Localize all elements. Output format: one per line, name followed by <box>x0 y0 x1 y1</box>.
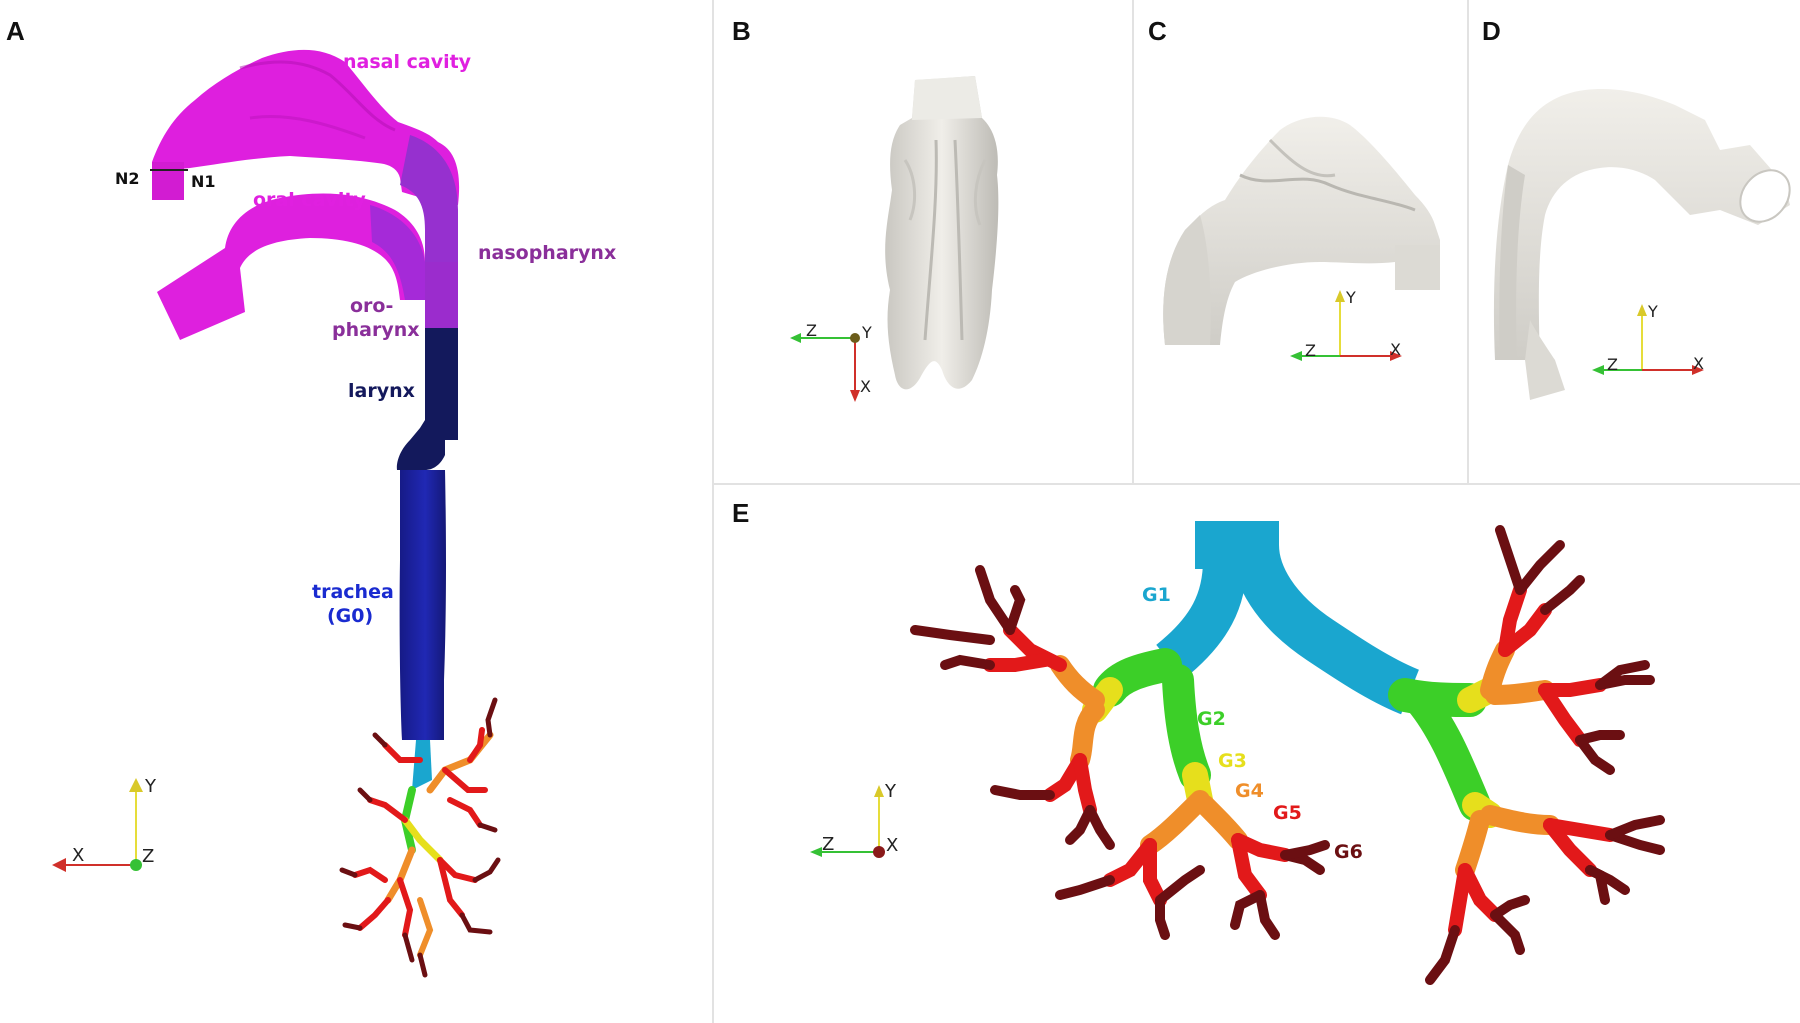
axis-label-x-a: X <box>72 845 84 866</box>
lung-tree-panel-e <box>910 521 1665 985</box>
axes-triad-b: Z Y X <box>790 321 872 402</box>
nasal-cavity-shape <box>152 49 460 205</box>
trachea-shape <box>399 470 446 740</box>
oral-surface-d <box>1493 89 1790 361</box>
lung-tree-small <box>339 697 501 978</box>
panel-letter-c: C <box>1148 16 1167 46</box>
oropharynx-shape <box>425 262 458 330</box>
axis-label-x-e: X <box>886 835 898 856</box>
panel-dividers <box>712 0 1800 1023</box>
oral-cavity-shape <box>157 193 425 340</box>
axis-label-z-d: Z <box>1607 355 1618 374</box>
nasal-surface-b <box>885 76 999 390</box>
oral-cavity-model-panel-d: Y Z X <box>1493 89 1791 400</box>
axes-triad-d: Y Z X <box>1592 302 1704 375</box>
label-trachea-1: trachea <box>312 581 394 603</box>
nasal-surface-c <box>1163 116 1440 346</box>
label-n2: N2 <box>115 169 140 188</box>
axis-label-y-a: Y <box>144 776 157 797</box>
axis-label-z-e: Z <box>822 834 834 855</box>
axis-label-x-c: X <box>1390 340 1401 359</box>
label-oropharynx-1: oro- <box>350 295 393 317</box>
panel-letter-e: E <box>732 498 749 528</box>
axis-label-y-e: Y <box>884 781 897 802</box>
panel-letter-b: B <box>732 16 751 46</box>
axis-label-y-b: Y <box>861 323 872 342</box>
nasal-cavity-model-panel-b: Z Y X <box>790 76 999 402</box>
larynx-shape <box>396 328 458 470</box>
axis-label-z-b: Z <box>806 321 817 340</box>
axis-label-z-c: Z <box>1305 341 1316 360</box>
axis-label-x-d: X <box>1693 354 1704 373</box>
axis-label-x-b: X <box>860 377 871 396</box>
label-g2: G2 <box>1197 708 1226 730</box>
label-trachea-2: (G0) <box>327 605 373 627</box>
axis-label-y-c: Y <box>1345 288 1356 307</box>
label-g6: G6 <box>1334 841 1363 863</box>
nasal-cavity-model-panel-c: Y Z X <box>1163 116 1440 361</box>
label-nasal-cavity: nasal cavity <box>343 51 472 73</box>
axes-triad-a: Y X Z <box>52 776 157 872</box>
label-g4: G4 <box>1235 780 1264 802</box>
nostril-shape <box>152 162 184 200</box>
panel-letter-a: A <box>6 16 25 46</box>
label-nasopharynx: nasopharynx <box>478 242 616 264</box>
label-oropharynx-2: pharynx <box>332 319 420 341</box>
axes-triad-e: Y Z X <box>810 781 898 858</box>
label-g1: G1 <box>1142 584 1171 606</box>
label-oral-cavity: oral cavity <box>253 189 366 211</box>
label-n1: N1 <box>191 172 216 191</box>
airway-model-panel-a: nasal cavity N2 N1 oral cavity nasophary… <box>52 49 616 978</box>
label-g5: G5 <box>1273 802 1302 824</box>
label-larynx: larynx <box>348 380 415 402</box>
axes-triad-c: Y Z X <box>1290 288 1402 361</box>
axis-label-z-a: Z <box>142 846 154 867</box>
label-g3: G3 <box>1218 750 1247 772</box>
axis-label-y-d: Y <box>1647 302 1658 321</box>
panel-letter-d: D <box>1482 16 1501 46</box>
